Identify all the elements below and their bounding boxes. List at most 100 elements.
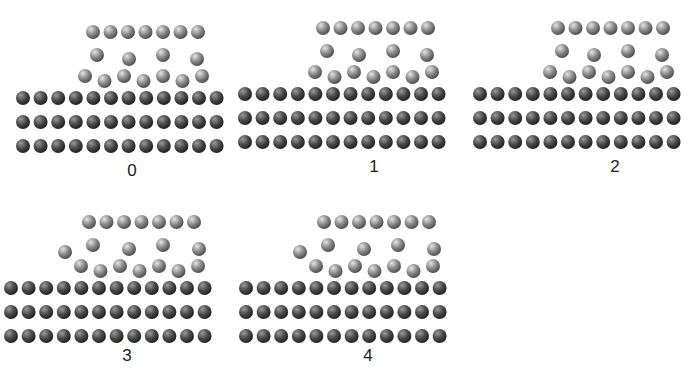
atom: [433, 281, 447, 295]
atom: [621, 21, 635, 35]
atom: [344, 111, 358, 125]
atom: [368, 264, 382, 278]
atom: [293, 245, 307, 259]
atom: [145, 305, 159, 319]
atom: [351, 21, 365, 35]
atom: [292, 305, 306, 319]
atom: [22, 329, 36, 343]
atom: [172, 264, 186, 278]
atom: [170, 215, 184, 229]
atom: [121, 25, 135, 39]
atom: [239, 329, 253, 343]
atom: [122, 139, 136, 153]
atom: [407, 264, 421, 278]
panel-number: 4: [363, 347, 372, 364]
atom: [361, 111, 375, 125]
atom: [4, 329, 18, 343]
atom: [344, 87, 358, 101]
atom: [391, 238, 405, 252]
atom: [397, 305, 411, 319]
atom: [257, 281, 271, 295]
atom: [176, 74, 190, 88]
atom: [16, 91, 30, 105]
atom: [345, 329, 359, 343]
atom: [198, 281, 212, 295]
atom: [292, 329, 306, 343]
atom: [369, 21, 383, 35]
atom: [239, 305, 253, 319]
atom: [362, 305, 376, 319]
atom: [292, 281, 306, 295]
atom: [274, 281, 288, 295]
atom: [508, 111, 522, 125]
atom: [192, 91, 206, 105]
atom: [379, 135, 393, 149]
atom: [239, 281, 253, 295]
atom: [39, 281, 53, 295]
atom: [139, 115, 153, 129]
atom: [414, 135, 428, 149]
atom: [238, 87, 252, 101]
atom: [139, 25, 153, 39]
atom: [379, 111, 393, 125]
atom: [508, 135, 522, 149]
atom: [104, 25, 118, 39]
atom: [113, 259, 127, 273]
atom: [191, 25, 205, 39]
atom: [347, 65, 361, 79]
atom: [256, 135, 270, 149]
atom: [352, 215, 366, 229]
atom: [526, 111, 540, 125]
atom: [321, 238, 335, 252]
atom: [491, 111, 505, 125]
atom: [352, 48, 366, 62]
atom: [639, 21, 653, 35]
atom: [655, 48, 669, 62]
atom: [327, 329, 341, 343]
atom: [396, 135, 410, 149]
atom: [380, 305, 394, 319]
atom: [649, 111, 663, 125]
atom: [156, 48, 170, 62]
atom: [414, 111, 428, 125]
atom: [195, 69, 209, 83]
atom: [667, 135, 681, 149]
atom: [145, 329, 159, 343]
atom: [210, 91, 224, 105]
atom: [22, 305, 36, 319]
atom: [309, 305, 323, 319]
atom: [92, 329, 106, 343]
atom: [162, 329, 176, 343]
atom: [320, 44, 334, 58]
atom: [555, 44, 569, 58]
atom: [415, 281, 429, 295]
atom: [561, 111, 575, 125]
atom: [386, 21, 400, 35]
atom: [415, 329, 429, 343]
atom: [421, 21, 435, 35]
atom: [122, 91, 136, 105]
atom: [526, 87, 540, 101]
atom: [649, 135, 663, 149]
atom: [361, 135, 375, 149]
atom: [561, 135, 575, 149]
atom: [473, 111, 487, 125]
atom: [156, 25, 170, 39]
panel-number: 2: [610, 158, 619, 175]
atom: [308, 111, 322, 125]
atom: [69, 115, 83, 129]
atom: [397, 281, 411, 295]
atom: [396, 111, 410, 125]
atom: [82, 215, 96, 229]
atom: [621, 65, 635, 79]
atom: [174, 115, 188, 129]
atom: [110, 329, 124, 343]
atom: [86, 139, 100, 153]
atom: [362, 329, 376, 343]
atom: [174, 91, 188, 105]
atom: [86, 25, 100, 39]
atom: [641, 70, 655, 84]
atom: [604, 21, 618, 35]
atom: [51, 91, 65, 105]
atom: [174, 139, 188, 153]
